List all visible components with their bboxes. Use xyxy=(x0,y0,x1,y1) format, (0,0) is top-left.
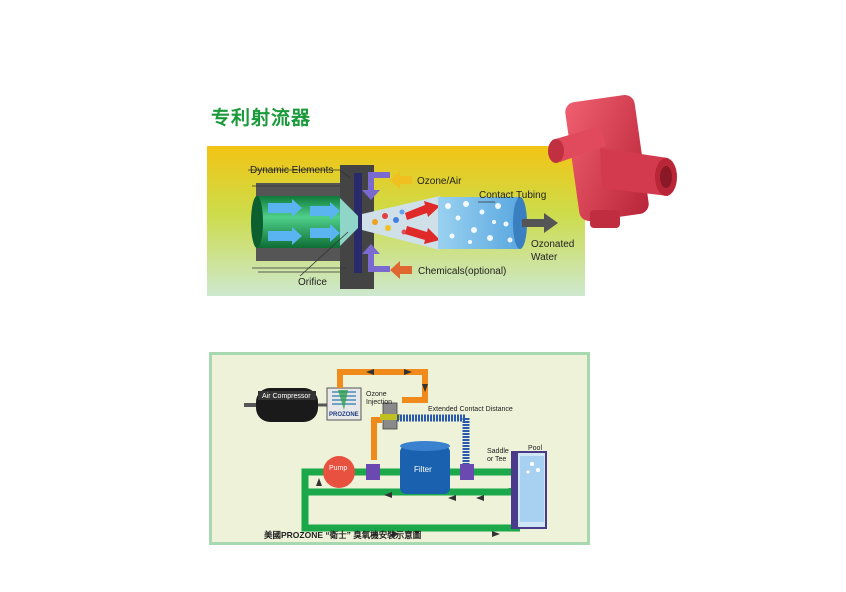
label-ozonated-water: Ozonated Water xyxy=(531,239,577,263)
label-saddle-or-tee: Saddle or Tee xyxy=(487,448,511,463)
leader-lines xyxy=(248,169,495,277)
system-caption: 美國PROZONE “衛士” 臭氧機安裝示意圖 xyxy=(264,530,421,540)
label-ozone-injection: Ozone Injection xyxy=(366,391,392,406)
inlet-pipe-end xyxy=(251,196,263,248)
label-prozone: PROZONE xyxy=(329,412,359,418)
label-pool: Pool xyxy=(528,445,542,452)
label-ozone-air: Ozone/Air xyxy=(417,176,462,187)
pump xyxy=(323,456,355,488)
label-air-compressor: Air Compressor xyxy=(262,393,311,400)
mixing-bubbles xyxy=(372,209,407,235)
ozone-flow-arrows xyxy=(366,369,428,392)
label-orifice: Orifice xyxy=(298,277,327,288)
contact-tubing-end xyxy=(513,197,527,249)
inlet-flow-arrows xyxy=(268,199,340,245)
page-title: 专利射流器 xyxy=(211,107,312,129)
orifice-cone xyxy=(340,198,358,246)
label-chemicals: Chemicals(optional) xyxy=(418,266,506,277)
label-ozonated-line2: Water xyxy=(531,252,558,263)
label-ozonated-line1: Ozonated xyxy=(531,239,574,250)
ozone-port-arrow xyxy=(362,172,390,200)
label-extended-contact: Extended Contact Distance xyxy=(428,406,513,413)
ozone-pipe xyxy=(337,369,428,403)
red-injector-fitting xyxy=(548,95,677,228)
filter xyxy=(400,446,450,494)
label-filter: Filter xyxy=(414,465,432,474)
chemicals-arrow xyxy=(390,261,412,279)
ozone-air-arrow xyxy=(390,171,412,189)
label-contact-tubing: Contact Tubing xyxy=(479,190,546,201)
ozone-pipe-lower xyxy=(371,417,382,460)
outlet-arrow xyxy=(522,213,558,233)
water-flow-arrows xyxy=(316,478,500,537)
extended-contact-pipe xyxy=(397,414,470,466)
tubing-bubbles xyxy=(445,201,513,244)
label-dynamic-elements: Dynamic Elements xyxy=(250,165,333,176)
label-pump: Pump xyxy=(329,465,347,472)
chemical-port-arrow xyxy=(362,244,390,272)
mixed-flow-arrows xyxy=(405,201,440,244)
